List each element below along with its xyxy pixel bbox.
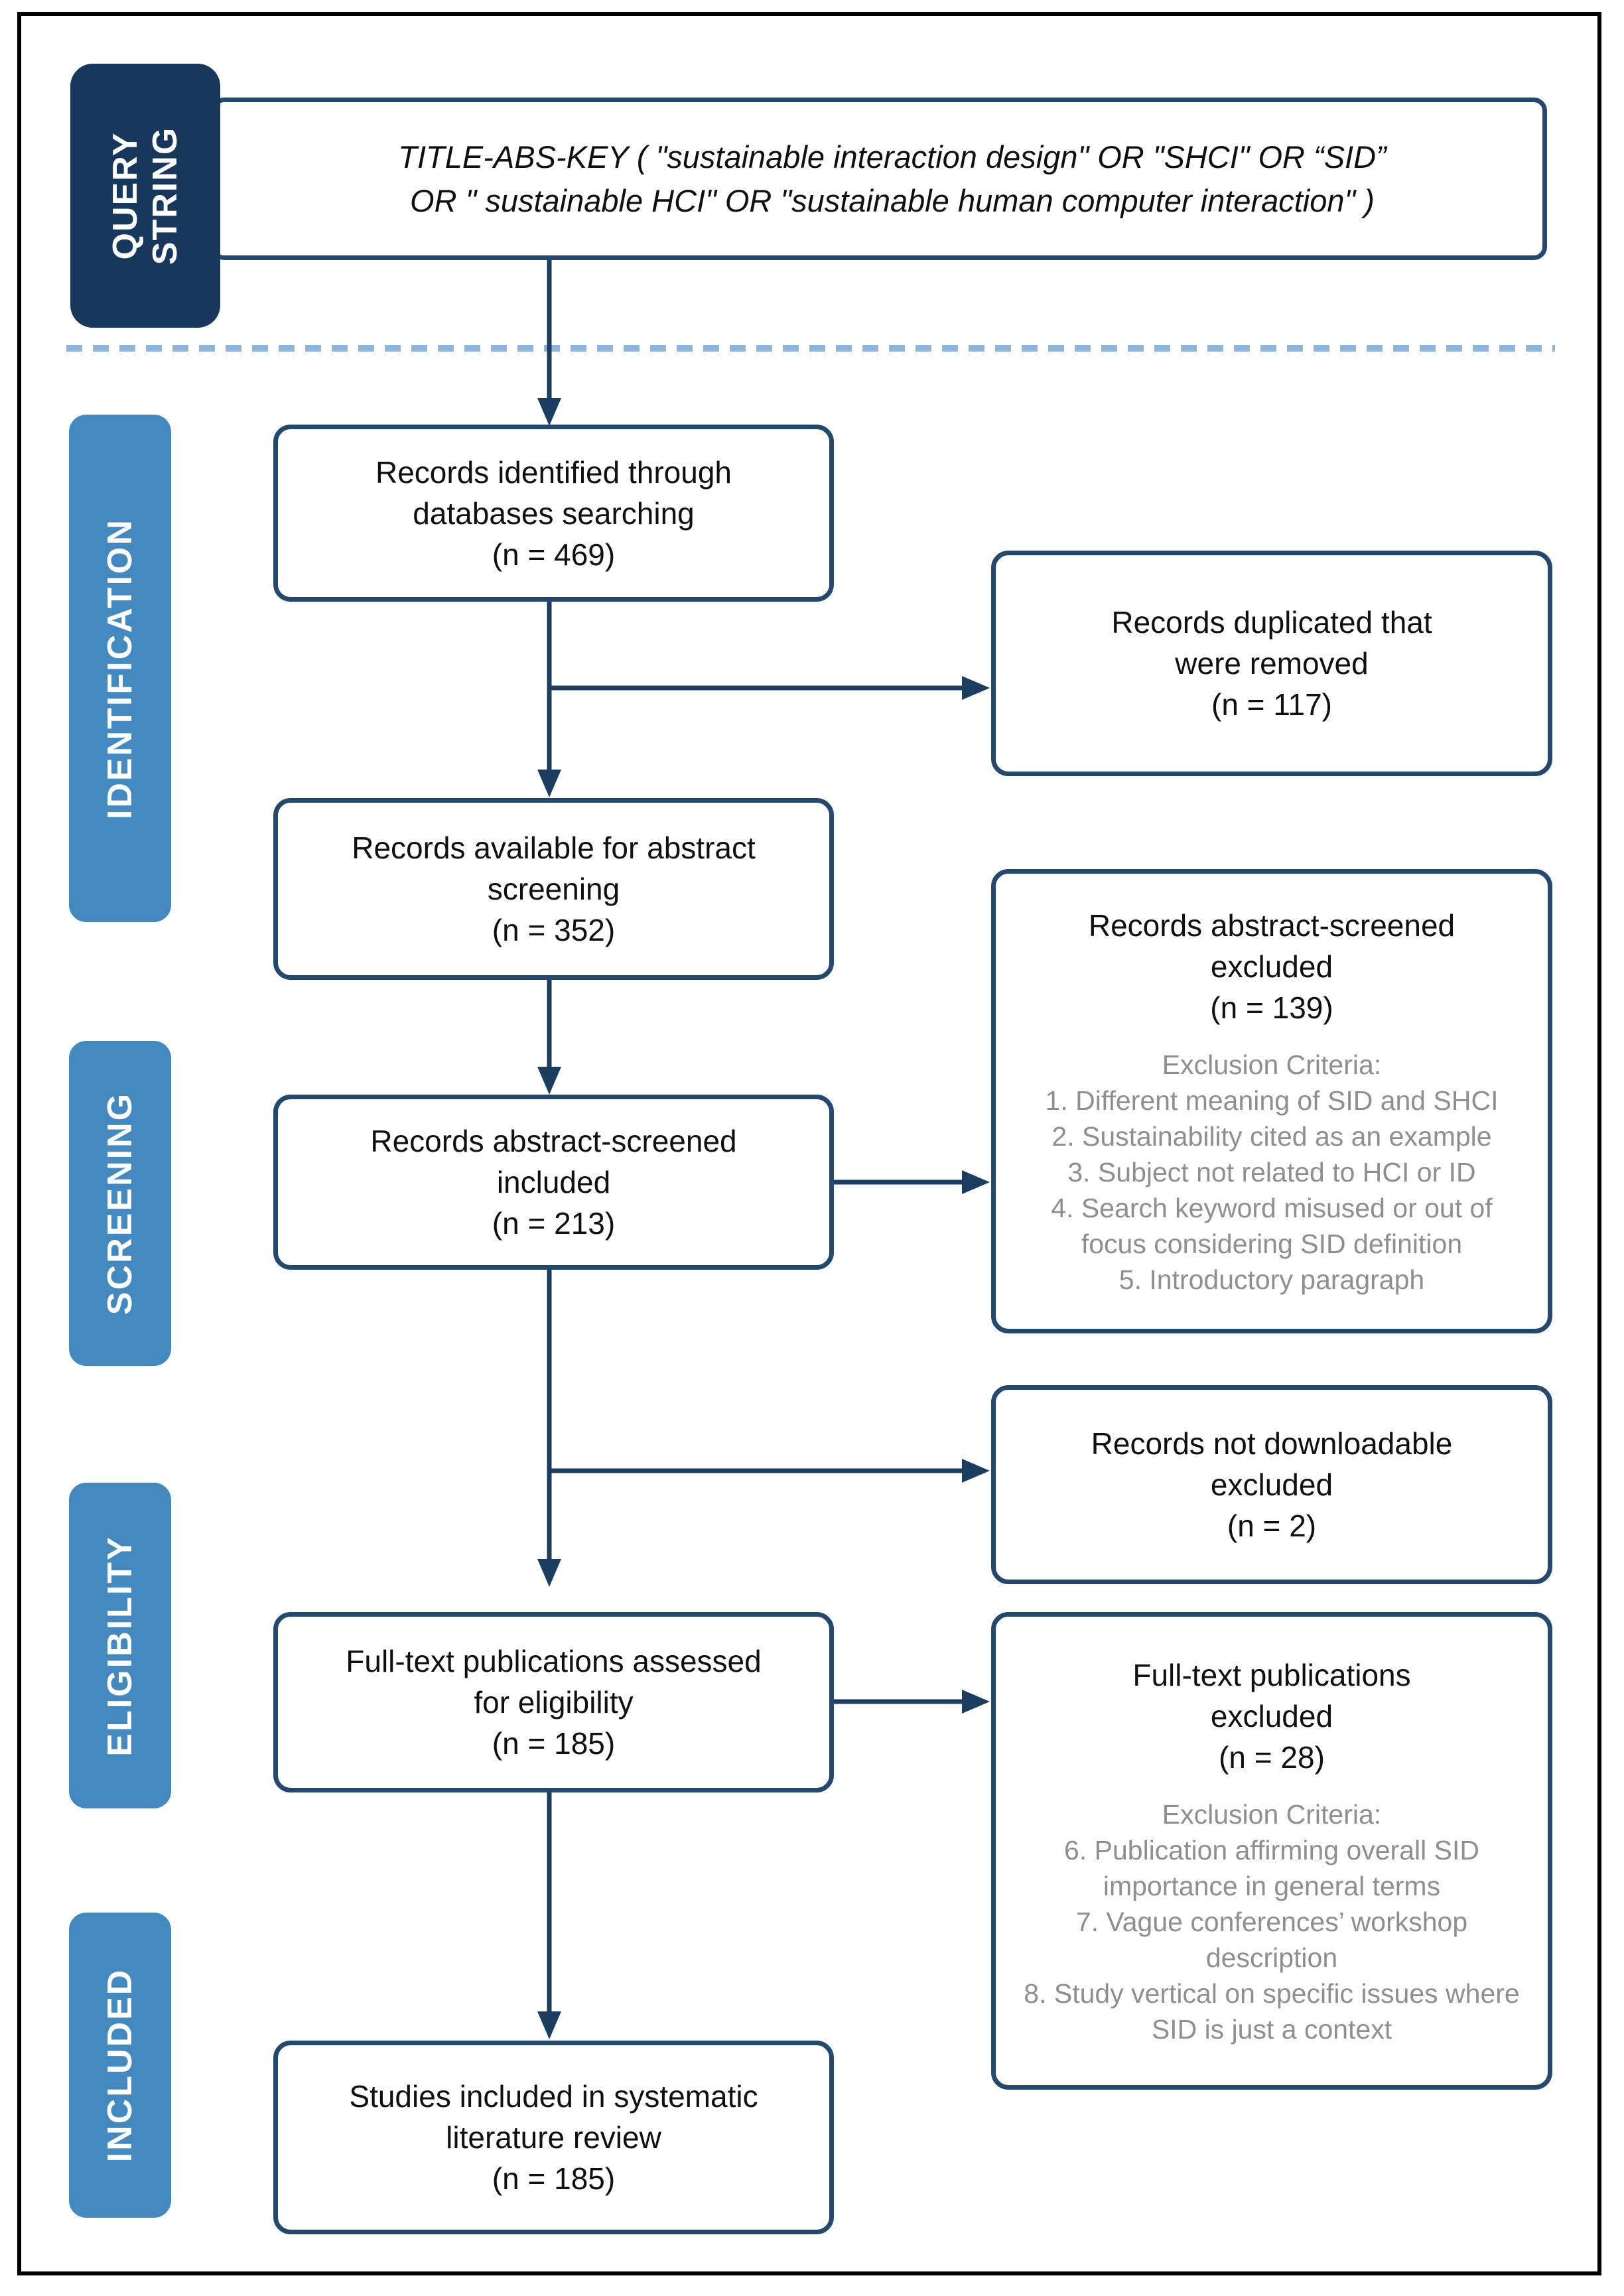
flow-box-line: (n = 28) <box>1219 1740 1325 1775</box>
exclusion-criteria-list: 6. Publication affirming overall SID imp… <box>1016 1832 1528 2047</box>
exclusion-criteria-item: 1. Different meaning of SID and SHCI <box>1045 1085 1499 1116</box>
flow-box-line: (n = 352) <box>492 913 616 947</box>
stage-label-text: SCREENING <box>101 1091 139 1316</box>
flow-box-line: for eligibility <box>474 1685 634 1720</box>
exclusion-criteria-block: Exclusion Criteria: 1. Different meaning… <box>1016 1047 1528 1298</box>
flow-box-text: Records abstract-screened excluded (n = 13… <box>1016 905 1528 1028</box>
flow-box-line: excluded <box>1210 1467 1333 1502</box>
flow-box-fulltext-assessed: Full-text publications assessed for eligi… <box>273 1612 834 1792</box>
flow-box-line: (n = 185) <box>492 1726 616 1761</box>
exclusion-criteria-item: 7. Vague conferences’ workshop descripti… <box>1075 1907 1468 1973</box>
side-box-abstract-excluded: Records abstract-screened excluded (n = 13… <box>991 869 1552 1333</box>
exclusion-criteria-item: 6. Publication affirming overall SID imp… <box>1064 1835 1479 1901</box>
flow-box-text: Records duplicated that were removed (n = … <box>1016 602 1528 725</box>
flow-box-records-available: Records available for abstract screening (… <box>273 798 834 980</box>
flow-box-line: Records duplicated that <box>1111 605 1432 640</box>
flow-box-line: screening <box>487 872 620 906</box>
exclusion-criteria-heading: Exclusion Criteria: <box>1162 1049 1382 1080</box>
side-box-fulltext-excluded: Full-text publications excluded (n = 28) E… <box>991 1612 1552 2090</box>
flow-box-line: (n = 185) <box>492 2161 616 2196</box>
flow-box-line: Records identified through <box>375 454 732 490</box>
flow-box-line: excluded <box>1210 949 1333 984</box>
flow-box-line: databases searching <box>413 496 695 531</box>
flow-box-abstract-screened-included: Records abstract-screened included (n = 21… <box>273 1095 834 1270</box>
figure-border <box>17 12 1601 2275</box>
flow-box-line: (n = 2) <box>1227 1509 1317 1543</box>
stage-label-text: ELIGIBILITY <box>101 1534 139 1757</box>
flow-box-text: Records abstract-screened included (n = 21… <box>298 1120 809 1244</box>
flow-box-line: included <box>496 1165 611 1199</box>
side-box-not-downloadable: Records not downloadable excluded (n = 2) <box>991 1385 1552 1584</box>
query-label-line: STRING <box>146 126 184 265</box>
flow-box-line: were removed <box>1175 646 1369 681</box>
exclusion-criteria-item: 4. Search keyword misused or out of focu… <box>1051 1193 1493 1259</box>
exclusion-criteria-item: 3. Subject not related to HCI or ID <box>1067 1157 1476 1187</box>
exclusion-criteria-block: Exclusion Criteria: 6. Publication affir… <box>1016 1796 1528 2047</box>
query-label-line: QUERY <box>106 131 145 260</box>
flow-box-line: Records available for abstract <box>352 831 756 865</box>
query-text-line: TITLE-ABS-KEY ( "sustainable interaction… <box>398 139 1387 174</box>
flow-box-text: Full-text publications assessed for eligi… <box>298 1641 809 1764</box>
query-string-box: TITLE-ABS-KEY ( "sustainable interaction… <box>211 98 1547 260</box>
flow-box-line: Full-text publications assessed <box>346 1644 762 1678</box>
stage-label-included: INCLUDED <box>69 1913 171 2218</box>
flow-box-text: Studies included in systematic literature… <box>298 2076 809 2199</box>
query-string-label: QUERY STRING <box>70 64 220 328</box>
flow-box-line: Records not downloadable <box>1091 1426 1453 1461</box>
flow-box-line: Records abstract-screened <box>1088 908 1455 943</box>
flow-box-line: (n = 213) <box>492 1206 616 1241</box>
query-string-label-text: QUERY STRING <box>105 127 185 265</box>
exclusion-criteria-list: 1. Different meaning of SID and SHCI 2. S… <box>1016 1083 1528 1298</box>
side-box-duplicates-removed: Records duplicated that were removed (n = … <box>991 551 1552 776</box>
exclusion-criteria-item: 8. Study vertical on specific issues whe… <box>1024 1978 1520 2045</box>
stage-label-eligibility: ELIGIBILITY <box>69 1483 171 1808</box>
dashed-divider <box>66 345 1555 352</box>
flow-box-line: Full-text publications <box>1132 1658 1411 1692</box>
stage-label-screening: SCREENING <box>69 1041 171 1366</box>
exclusion-criteria-item: 5. Introductory paragraph <box>1118 1264 1425 1295</box>
exclusion-criteria-heading: Exclusion Criteria: <box>1162 1799 1382 1830</box>
flow-box-studies-included: Studies included in systematic literature… <box>273 2041 834 2234</box>
stage-label-text: INCLUDED <box>101 1968 139 2163</box>
flow-box-text: Records not downloadable excluded (n = 2) <box>1016 1423 1528 1546</box>
flow-box-records-identified: Records identified through databases sear… <box>273 425 834 602</box>
flow-box-text: Full-text publications excluded (n = 28) <box>1016 1654 1528 1778</box>
flow-box-line: literature review <box>446 2120 661 2155</box>
flow-box-line: excluded <box>1210 1699 1333 1733</box>
flow-box-line: (n = 117) <box>1211 687 1332 722</box>
query-text-line: OR " sustainable HCI" OR "sustainable hu… <box>410 182 1375 218</box>
flow-box-line: Studies included in systematic <box>349 2079 758 2114</box>
stage-label-text: IDENTIFICATION <box>101 517 139 819</box>
flow-box-text: Records identified through databases sear… <box>298 452 809 575</box>
flow-box-line: (n = 469) <box>492 537 616 572</box>
flow-box-text: Records available for abstract screening (… <box>298 827 809 951</box>
flow-box-line: Records abstract-screened <box>370 1124 737 1158</box>
exclusion-criteria-item: 2. Sustainability cited as an example <box>1051 1121 1492 1152</box>
stage-label-identification: IDENTIFICATION <box>69 415 171 922</box>
flow-box-line: (n = 139) <box>1210 990 1333 1025</box>
